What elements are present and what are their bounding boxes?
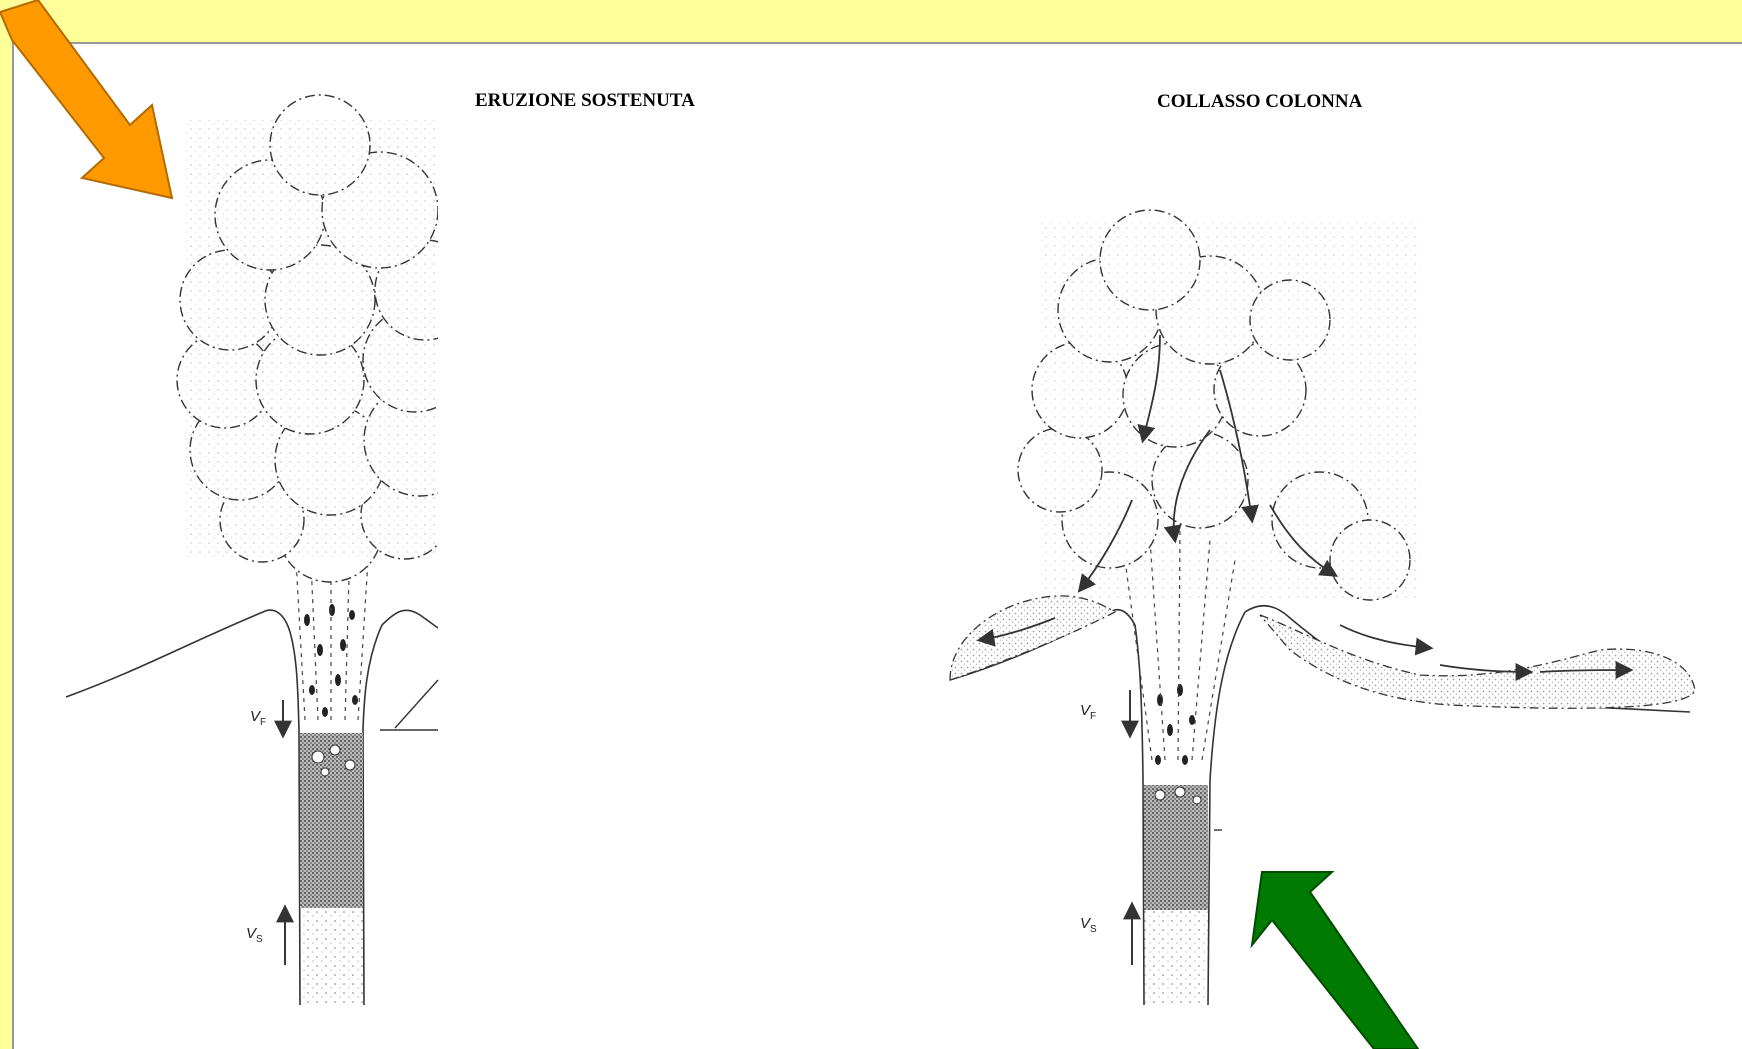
label-left-vs: VS — [246, 925, 263, 945]
green-arrow-icon — [1252, 872, 1418, 1049]
label-right-vs: VS — [1080, 915, 1097, 935]
title-sustained-eruption: ERUZIONE SOSTENUTA — [475, 90, 695, 112]
label-right-vf: VF — [1080, 702, 1096, 722]
label-right-vs-main: V — [1080, 915, 1090, 932]
label-left-vf-main: V — [250, 708, 260, 725]
left-volcano — [66, 60, 688, 1005]
label-left-vs-main: V — [246, 925, 256, 942]
label-right-vf-main: V — [1080, 702, 1090, 719]
title-column-collapse: COLLASSO COLONNA — [1157, 91, 1362, 113]
right-volcano — [950, 210, 1695, 1005]
label-left-vf: VF — [250, 708, 266, 728]
label-right-vs-sub: S — [1090, 924, 1097, 935]
orange-arrow-icon — [0, 0, 172, 198]
label-left-vf-sub: F — [260, 717, 266, 728]
label-left-vs-sub: S — [256, 934, 263, 945]
label-right-vf-sub: F — [1090, 711, 1096, 722]
